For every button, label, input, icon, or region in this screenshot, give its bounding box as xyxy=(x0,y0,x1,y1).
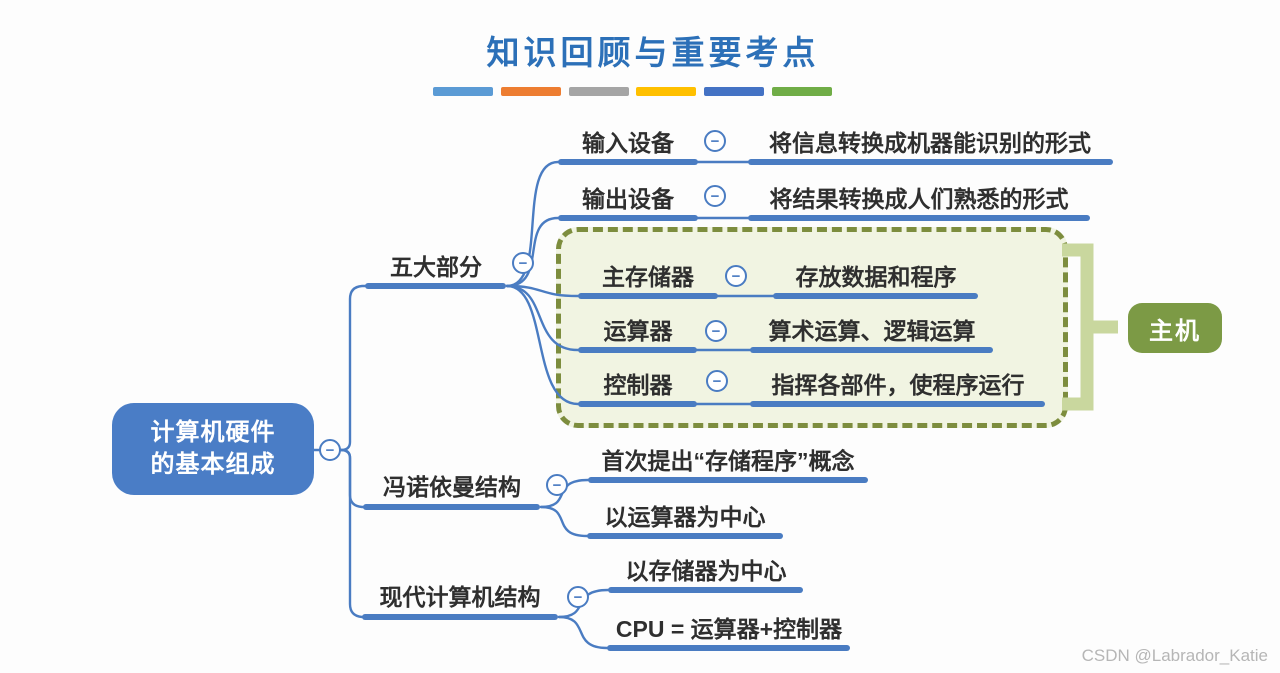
output-device-desc-line xyxy=(748,215,1090,221)
host-node[interactable]: 主机 xyxy=(1128,303,1222,353)
connector-root-to-branch-3 xyxy=(339,448,365,619)
collapse-button-root[interactable]: − xyxy=(319,439,341,461)
collapse-button-main-memory[interactable]: − xyxy=(725,265,747,287)
connector-branch1-to-memory xyxy=(505,284,580,298)
input-device-line xyxy=(558,159,698,165)
stored-program-line xyxy=(588,477,868,483)
collapse-button-output-device[interactable]: − xyxy=(704,185,726,207)
branch-1-line xyxy=(365,283,506,289)
connector-branch1-to-input xyxy=(505,160,560,288)
collapse-button-branch-1[interactable]: − xyxy=(512,252,534,274)
input-device-desc-line xyxy=(748,159,1113,165)
topic-stored-program[interactable]: 首次提出“存储程序”概念 xyxy=(601,448,855,474)
topic-memory-centered[interactable]: 以存储器为中心 xyxy=(625,558,787,584)
topic-control-unit[interactable]: 控制器 xyxy=(603,372,673,398)
collapse-button-input-device[interactable]: − xyxy=(704,130,726,152)
alu-centered-line xyxy=(587,533,783,539)
topic-input-device-desc[interactable]: 将信息转换成机器能识别的形式 xyxy=(769,130,1091,156)
collapse-button-alu[interactable]: − xyxy=(705,320,727,342)
host-group-box xyxy=(556,227,1068,428)
memory-centered-line xyxy=(608,587,803,593)
topic-alu[interactable]: 运算器 xyxy=(603,318,673,344)
topic-input-device[interactable]: 输入设备 xyxy=(582,130,674,156)
output-device-line xyxy=(558,215,698,221)
palette-bars xyxy=(433,87,832,96)
alu-desc-line xyxy=(750,347,993,353)
control-unit-line xyxy=(578,401,697,407)
palette-bar xyxy=(433,87,493,96)
palette-bar xyxy=(636,87,697,96)
collapse-button-branch-2[interactable]: − xyxy=(546,474,568,496)
palette-bar xyxy=(771,87,832,96)
collapse-button-control-unit[interactable]: − xyxy=(706,370,728,392)
topic-main-memory[interactable]: 主存储器 xyxy=(602,264,694,290)
palette-bar xyxy=(704,87,765,96)
root-node-label-line2: 的基本组成 xyxy=(150,451,276,478)
topic-main-memory-desc[interactable]: 存放数据和程序 xyxy=(795,264,957,290)
main-memory-line xyxy=(578,293,718,299)
connector-branch3-to-child2 xyxy=(557,615,609,650)
branch-2-line xyxy=(363,504,540,510)
palette-bar xyxy=(568,87,629,96)
topic-alu-centered[interactable]: 以运算器为中心 xyxy=(604,504,766,530)
topic-output-device[interactable]: 输出设备 xyxy=(582,186,674,212)
host-node-label: 主机 xyxy=(1149,317,1201,345)
root-node-label-line1: 计算机硬件 xyxy=(150,419,276,446)
host-bracket xyxy=(1062,243,1118,411)
root-node[interactable]: 计算机硬件 的基本组成 xyxy=(112,403,314,495)
control-unit-desc-line xyxy=(750,401,1045,407)
topic-branch-1[interactable]: 五大部分 xyxy=(390,254,482,280)
connector-branch2-to-child2 xyxy=(539,505,589,538)
palette-bar xyxy=(500,87,561,96)
connector-root-to-branch-2 xyxy=(339,448,366,509)
connector-branch1-to-control xyxy=(505,284,580,406)
connector-root-to-branch-1 xyxy=(339,284,368,452)
page-title: 知识回顾与重要考点 xyxy=(486,34,820,71)
topic-branch-3[interactable]: 现代计算机结构 xyxy=(379,584,541,610)
main-memory-desc-line xyxy=(773,293,978,299)
alu-line xyxy=(578,347,697,353)
topic-output-device-desc[interactable]: 将结果转换成人们熟悉的形式 xyxy=(769,186,1069,212)
topic-control-unit-desc[interactable]: 指挥各部件，使程序运行 xyxy=(771,372,1025,398)
topic-cpu-equation[interactable]: CPU = 运算器+控制器 xyxy=(615,616,843,642)
topic-alu-desc[interactable]: 算术运算、逻辑运算 xyxy=(768,318,976,344)
cpu-equation-line xyxy=(607,645,850,651)
connector-branch1-to-output xyxy=(505,216,560,288)
watermark: CSDN @Labrador_Katie xyxy=(1081,646,1268,665)
branch-3-line xyxy=(362,614,558,620)
topic-branch-2[interactable]: 冯诺依曼结构 xyxy=(383,474,521,500)
collapse-button-branch-3[interactable]: − xyxy=(567,586,589,608)
connector-branch1-to-alu xyxy=(505,284,580,352)
